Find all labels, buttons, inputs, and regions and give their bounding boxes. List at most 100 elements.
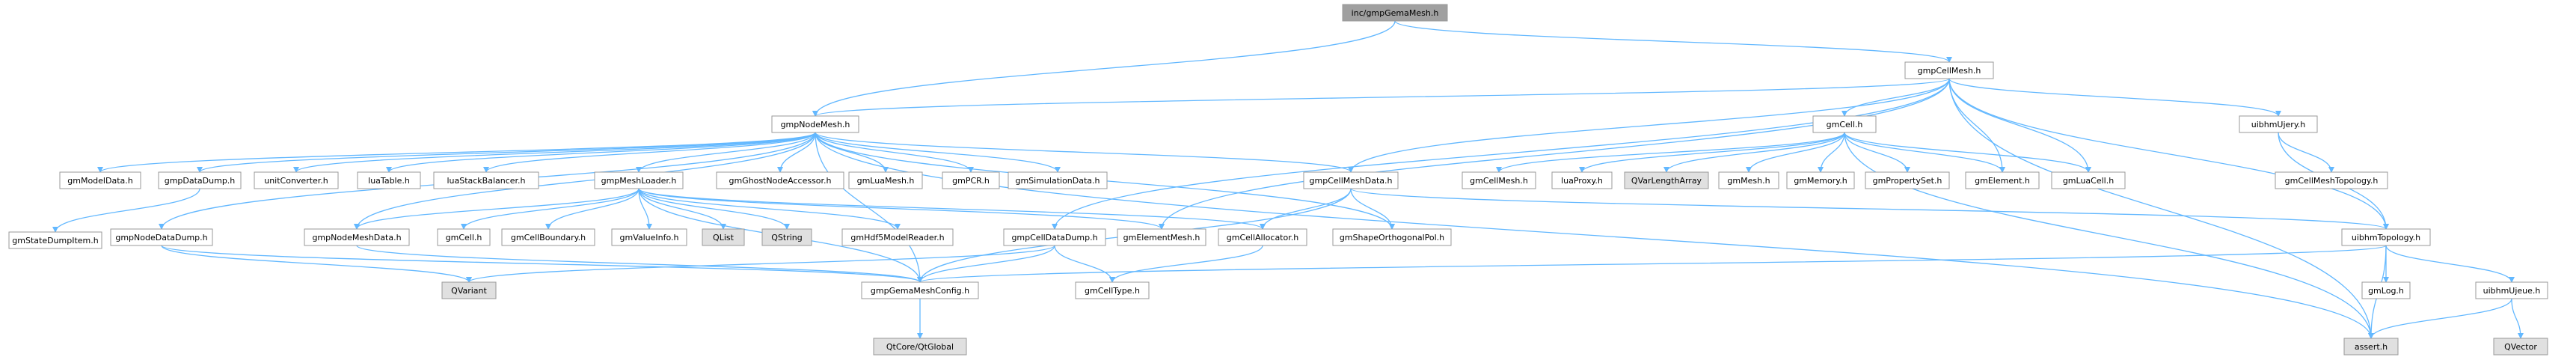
node-box[interactable] [1812, 115, 1877, 133]
node-box[interactable] [8, 231, 102, 249]
node-gmpCellMesh[interactable]: gmpCellMesh.h [1904, 61, 1994, 79]
node-luaStackBalancer[interactable]: luaStackBalancer.h [433, 171, 539, 189]
edge-gmpMeshLoader-to-gmElementMesh [638, 188, 1165, 230]
node-box[interactable] [716, 171, 844, 189]
node-gmCellMeshTopology[interactable]: gmCellMeshTopology.h [2275, 171, 2388, 189]
node-gmShapeOrthogonalPol[interactable]: gmShapeOrthogonalPol.h [1332, 228, 1452, 246]
node-gmpCellDataDump[interactable]: gmpCellDataDump.h [1003, 228, 1106, 246]
node-luaProxy[interactable]: luaProxy.h [1551, 171, 1613, 189]
node-gmSimulationData[interactable]: gmSimulationData.h [1008, 171, 1108, 189]
edge-uibhmTopology-to-uibhmUjeue [2385, 245, 2515, 283]
node-box[interactable] [1332, 228, 1452, 246]
edge-gmpNodeMesh-to-luaStackBalancer [483, 132, 816, 173]
node-gmHdf5ModelReader[interactable]: gmHdf5ModelReader.h [841, 228, 954, 246]
node-gmElement[interactable]: gmElement.h [1965, 171, 2040, 189]
edge-gmCellAllocator-to-gmCellType [1109, 245, 1263, 283]
node-box[interactable] [1965, 171, 2040, 189]
node-box[interactable] [1865, 171, 1950, 189]
node-gmLuaCell[interactable]: gmLuaCell.h [2051, 171, 2126, 189]
node-box[interactable] [110, 228, 213, 246]
node-box[interactable] [1008, 171, 1108, 189]
node-label: gmPCR.h [952, 176, 990, 186]
node-label: assert.h [2355, 342, 2388, 352]
node-box[interactable] [501, 228, 595, 246]
node-box[interactable] [254, 171, 339, 189]
node-gmLog[interactable]: gmLog.h [2361, 281, 2411, 299]
edge-gmpNodeDataDump-to-gmpGemaMeshConfig [161, 245, 923, 283]
node-box[interactable] [848, 171, 923, 189]
edge-gmpMeshLoader-to-gmpNodeMeshData [354, 188, 640, 230]
node-uibhmTopology[interactable]: uibhmTopology.h [2341, 228, 2431, 246]
node-box[interactable] [433, 171, 539, 189]
node-gmPropertySet[interactable]: gmPropertySet.h [1865, 171, 1950, 189]
node-gmCell[interactable]: gmCell.h [1812, 115, 1877, 133]
node-gmpGemaMeshConfig[interactable]: gmpGemaMeshConfig.h [861, 281, 979, 299]
node-box[interactable] [158, 171, 242, 189]
node-QtCoreQtGlobal: QtCore/QtGlobal [873, 338, 967, 356]
node-box[interactable] [357, 171, 421, 189]
edge-gmpCellDataDump-to-gmCellType [1054, 245, 1115, 283]
node-box[interactable] [1786, 171, 1855, 189]
node-box[interactable] [304, 228, 410, 246]
node-gmCellAllocator[interactable]: gmCellAllocator.h [1218, 228, 1307, 246]
node-box[interactable] [594, 171, 684, 189]
node-label: gmHdf5ModelReader.h [850, 233, 944, 242]
node-gmpNodeMesh[interactable]: gmpNodeMesh.h [771, 115, 859, 133]
node-QVector: QVector [2493, 338, 2548, 356]
node-gmPCR[interactable]: gmPCR.h [942, 171, 1000, 189]
node-box[interactable] [771, 115, 859, 133]
node-box[interactable] [861, 281, 979, 299]
node-box[interactable] [2239, 115, 2318, 133]
node-label: gmpGemaMeshConfig.h [871, 286, 969, 296]
node-gmElementMesh[interactable]: gmElementMesh.h [1117, 228, 1206, 246]
edge-gmpNodeMesh-to-gmLuaMesh [815, 132, 889, 173]
node-gmValueInfo[interactable]: gmValueInfo.h [611, 228, 687, 246]
node-box[interactable] [2275, 171, 2388, 189]
node-label: gmpCellDataDump.h [1011, 233, 1097, 242]
node-box[interactable] [1462, 171, 1536, 189]
node-box[interactable] [942, 171, 1000, 189]
node-gmGhostNodeAccessor[interactable]: gmGhostNodeAccessor.h [716, 171, 844, 189]
node-uibhmUjery[interactable]: uibhmUjery.h [2239, 115, 2318, 133]
node-box[interactable] [2051, 171, 2126, 189]
node-box[interactable] [1904, 61, 1994, 79]
node-luaTable[interactable]: luaTable.h [357, 171, 421, 189]
node-box[interactable] [2361, 281, 2411, 299]
node-gmpDataDump[interactable]: gmpDataDump.h [158, 171, 242, 189]
node-label: uibhmTopology.h [2352, 233, 2420, 242]
node-gmpMeshLoader[interactable]: gmpMeshLoader.h [594, 171, 684, 189]
node-label: gmpCellMeshData.h [1310, 176, 1393, 186]
node-box[interactable] [1718, 171, 1779, 189]
node-unitConverter[interactable]: unitConverter.h [254, 171, 339, 189]
node-box[interactable] [1551, 171, 1613, 189]
node-gmpCellMeshData[interactable]: gmpCellMeshData.h [1303, 171, 1399, 189]
node-box[interactable] [1003, 228, 1106, 246]
node-uibhmUjeue[interactable]: uibhmUjeue.h [2475, 281, 2548, 299]
edge-gmpMeshLoader-to-QList [638, 188, 726, 230]
node-label: gmpCellMesh.h [1918, 66, 1981, 76]
node-gmCellBoundary[interactable]: gmCellBoundary.h [501, 228, 595, 246]
node-gmpNodeMeshData[interactable]: gmpNodeMeshData.h [304, 228, 410, 246]
node-box[interactable] [1218, 228, 1307, 246]
node-gmModelData[interactable]: gmModelData.h [59, 171, 141, 189]
edge-gmpNodeMesh-to-gmGhostNodeAccessor [777, 132, 816, 173]
node-gmLuaMesh[interactable]: gmLuaMesh.h [848, 171, 923, 189]
edge-gmpNodeMesh-to-gmSimulationData [815, 132, 1061, 173]
node-gmCellType[interactable]: gmCellType.h [1075, 281, 1150, 299]
node-box[interactable] [1117, 228, 1206, 246]
node-box[interactable] [2475, 281, 2548, 299]
node-gmCellh[interactable]: gmCell.h [437, 228, 491, 246]
node-box[interactable] [437, 228, 491, 246]
node-gmCellMesh[interactable]: gmCellMesh.h [1462, 171, 1536, 189]
node-gmMesh[interactable]: gmMesh.h [1718, 171, 1779, 189]
node-box[interactable] [1075, 281, 1150, 299]
node-gmStateDumpItem[interactable]: gmStateDumpItem.h [8, 231, 102, 249]
node-gmpNodeDataDump[interactable]: gmpNodeDataDump.h [110, 228, 213, 246]
edge-gmpDataDump-to-gmStateDumpItem [52, 188, 200, 233]
node-box[interactable] [1303, 171, 1399, 189]
node-gmMemory[interactable]: gmMemory.h [1786, 171, 1855, 189]
node-box[interactable] [59, 171, 141, 189]
node-box[interactable] [841, 228, 954, 246]
node-box[interactable] [611, 228, 687, 246]
node-box[interactable] [2341, 228, 2431, 246]
